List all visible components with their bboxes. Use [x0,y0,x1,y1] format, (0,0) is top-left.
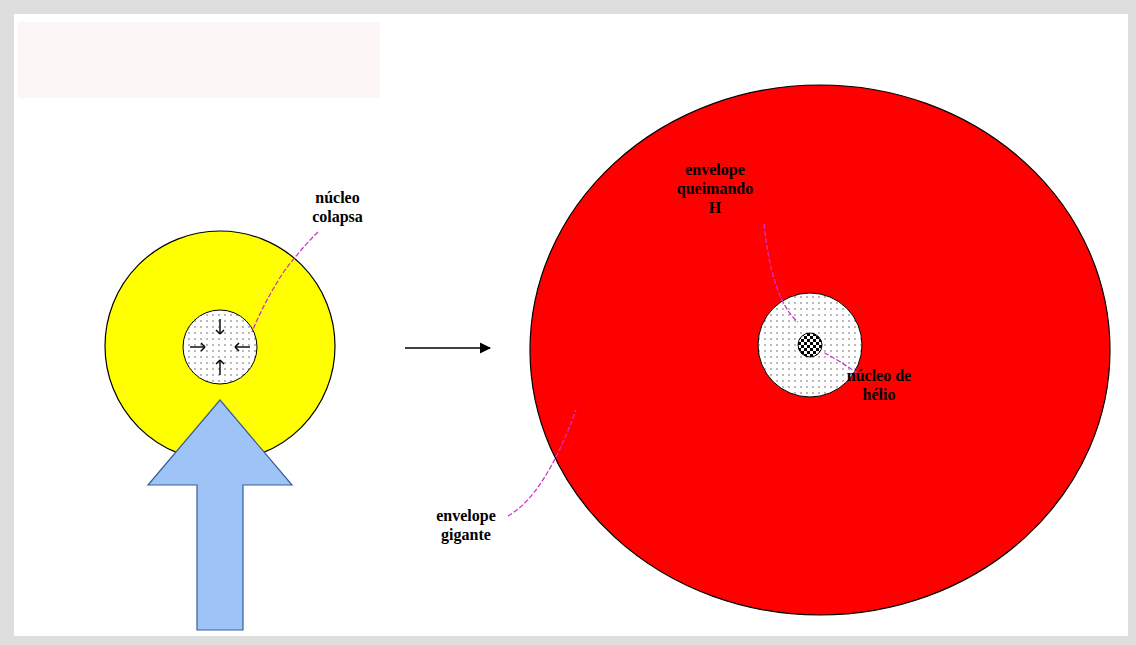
collapse-marks [190,319,250,375]
annotation-label: envelope gigante [425,506,507,544]
leader-line [764,224,798,322]
annotation-label: envelope queimando H [669,160,761,217]
leader-line [508,410,576,516]
red-giant [530,85,1110,615]
pointer-arrow [148,400,292,630]
transition-arrow [405,347,490,348]
leader-lines [252,224,864,516]
annotation-label: núcleo colapsa [290,188,385,226]
page-ground [14,14,1128,636]
leader-line [252,232,318,332]
helium-core [798,333,822,357]
blank-title-box [18,22,380,98]
collapsing-core [183,310,257,384]
annotation-label: núcleo de hélio [845,366,913,404]
hydrogen-shell [758,293,862,397]
